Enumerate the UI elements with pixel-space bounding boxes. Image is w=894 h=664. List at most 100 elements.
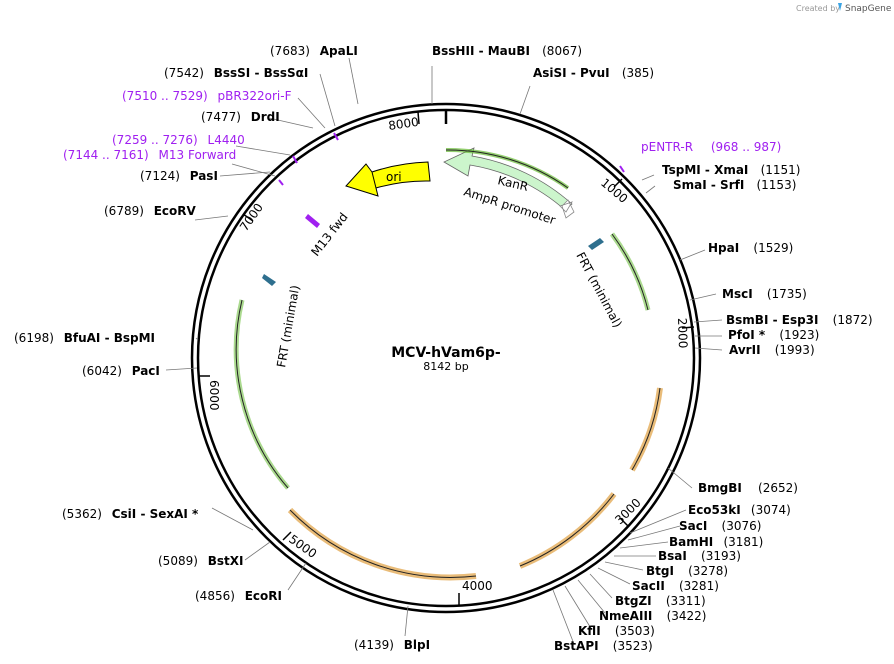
tick-7000 — [242, 213, 254, 222]
tick-8000 — [417, 111, 420, 125]
cut-site-name: BamHI — [669, 535, 713, 549]
cut-site-name: EcoRI — [245, 589, 282, 603]
backbone-outer-ring — [190, 102, 702, 614]
cut-site-ecori: (4856) EcoRI — [195, 589, 282, 603]
cut-site-pos: (6042) — [82, 364, 122, 378]
m13-fwd-label: M13 fwd — [308, 210, 350, 259]
green-arc-right-line — [611, 233, 649, 311]
cut-site-name: BstAPI — [554, 639, 599, 653]
cut-site-pasi: (7124) PasI — [140, 169, 218, 183]
tick-label-4000: 4000 — [462, 579, 493, 593]
cut-site-name: ApaLI — [320, 44, 358, 58]
cut-site-drdi: (7477) DrdI — [201, 110, 280, 124]
tick-5000 — [282, 531, 292, 541]
cut-site-pos: (385) — [622, 66, 654, 80]
cut-site-pos: (3181) — [723, 535, 763, 549]
cut-site-name: BtgZI — [615, 594, 652, 608]
cut-site-name: BssSI - BssSαI — [214, 66, 309, 80]
cut-site-nmeaiii: NmeAIII (3422) — [599, 609, 706, 623]
cut-site-bsmbi: BsmBI - Esp3I (1872) — [726, 313, 873, 327]
cut-site-name: BlpI — [404, 638, 430, 652]
primer-name: pBR322ori-F — [218, 89, 292, 103]
cut-site-pos: (1993) — [775, 343, 815, 357]
cut-site-blpi: (4139) BlpI — [354, 638, 430, 652]
cut-site-name: BsaI — [658, 549, 687, 563]
primer-name: pENTR-R — [641, 140, 693, 154]
orange-arc-bottom-right — [518, 492, 617, 569]
cut-site-name: Eco53kI — [688, 503, 741, 517]
cut-site-saci: SacI (3076) — [679, 519, 761, 533]
primer-name: L4440 — [208, 133, 245, 147]
frt-left-marker — [262, 274, 276, 286]
cut-site-asisi: AsiSI - PvuI (385) — [533, 66, 654, 80]
plasmid-length: 8142 bp — [423, 360, 468, 373]
cut-site-paci: (6042) PacI — [82, 364, 160, 378]
created-by-text: Created by — [796, 4, 840, 13]
cut-site-pos: (3311) — [666, 594, 706, 608]
kanr-feature: KanR — [443, 147, 573, 211]
cut-site-name: KflI — [578, 624, 601, 638]
cut-site-smai: SmaI - SrfI (1153) — [673, 178, 796, 192]
ori-feature: ori — [345, 161, 431, 197]
cut-site-ecorv: (6789) EcoRV — [104, 204, 197, 218]
cut-site-bsssi: (7542) BssSI - BssSαI — [164, 66, 308, 80]
snapgene-logo: SnapGene — [838, 3, 892, 14]
cut-site-bfuai: (6198) BfuAI - BspMI — [14, 331, 155, 345]
kanr-outer-line — [445, 149, 569, 189]
cut-site-pos: (7124) — [140, 169, 180, 183]
tick-1000 — [613, 178, 623, 188]
tick-label-8000: 8000 — [387, 115, 419, 133]
primer-range: (7510 .. 7529) — [122, 89, 208, 103]
leader-lines — [165, 57, 723, 645]
cut-site-name: DrdI — [251, 110, 280, 124]
snapgene-logo-text: SnapGene — [845, 4, 892, 14]
cut-site-tspmi: TspMI - XmaI (1151) — [662, 163, 800, 177]
cut-site-name: EcoRV — [154, 204, 197, 218]
cut-site-sacii: SacII (3281) — [632, 579, 719, 593]
cut-site-labels: (7683) ApaLI BssHII - MauBI (8067) (7542… — [14, 44, 873, 653]
cut-site-pos: (6789) — [104, 204, 144, 218]
green-arc-right — [609, 232, 651, 311]
cut-site-bmgbi: BmgBI (2652) — [698, 481, 798, 495]
cut-site-name: TspMI - XmaI — [662, 163, 748, 177]
cut-site-pos: (1151) — [761, 163, 801, 177]
cut-site-apali: (7683) ApaLI — [270, 44, 358, 58]
tick-2000 — [681, 326, 695, 329]
cut-site-kfli: KflI (3503) — [578, 624, 655, 638]
cut-site-bsshii: BssHII - MauBI (8067) — [432, 44, 582, 58]
cut-site-name: MscI — [722, 287, 753, 301]
green-arc-left-line — [235, 299, 289, 489]
primer-mark-pbr322 — [333, 132, 339, 141]
cut-site-pos: (1529) — [753, 241, 793, 255]
cut-site-bstapi: BstAPI (3523) — [554, 639, 653, 653]
cut-site-name: SmaI - SrfI — [673, 178, 744, 192]
primer-labels: (7510 .. 7529) pBR322ori-F (7259 .. 7276… — [63, 89, 781, 162]
cut-site-pos: (3074) — [751, 503, 791, 517]
primer-name: M13 Forward — [159, 148, 237, 162]
cut-site-name: BsmBI - Esp3I — [726, 313, 818, 327]
frt-left-label: FRT (minimal) — [274, 284, 302, 368]
cut-site-name: PfoI * — [728, 328, 766, 342]
cut-site-name: SacII — [632, 579, 665, 593]
tick-3000 — [619, 517, 629, 527]
cut-site-pos: (1923) — [779, 328, 819, 342]
cut-site-pos: (1872) — [833, 313, 873, 327]
primer-range: (7259 .. 7276) — [112, 133, 198, 147]
frt-right-label: FRT (minimal) — [573, 250, 624, 330]
cut-site-name: BstXI — [208, 554, 244, 568]
cut-site-pos: (7542) — [164, 66, 204, 80]
cut-site-name: AsiSI - PvuI — [533, 66, 610, 80]
cut-site-name: BtgI — [646, 564, 674, 578]
m13-fwd-marker — [305, 214, 320, 228]
cut-site-pfoi: PfoI * (1923) — [728, 328, 819, 342]
cut-site-msci: MscI (1735) — [722, 287, 807, 301]
cut-site-pos: (2652) — [758, 481, 798, 495]
orange-arc-right-line — [631, 387, 661, 471]
cut-site-name: HpaI — [708, 241, 739, 255]
primer-pentr-r: pENTR-R (968 .. 987) — [641, 140, 781, 154]
cut-site-eco53ki: Eco53kI (3074) — [688, 503, 791, 517]
primer-mark-pentr — [619, 165, 625, 173]
cut-site-btgzi: BtgZI (3311) — [615, 594, 706, 608]
plasmid-name: MCV-hVam6p- — [391, 345, 501, 361]
cut-site-name: PasI — [190, 169, 218, 183]
